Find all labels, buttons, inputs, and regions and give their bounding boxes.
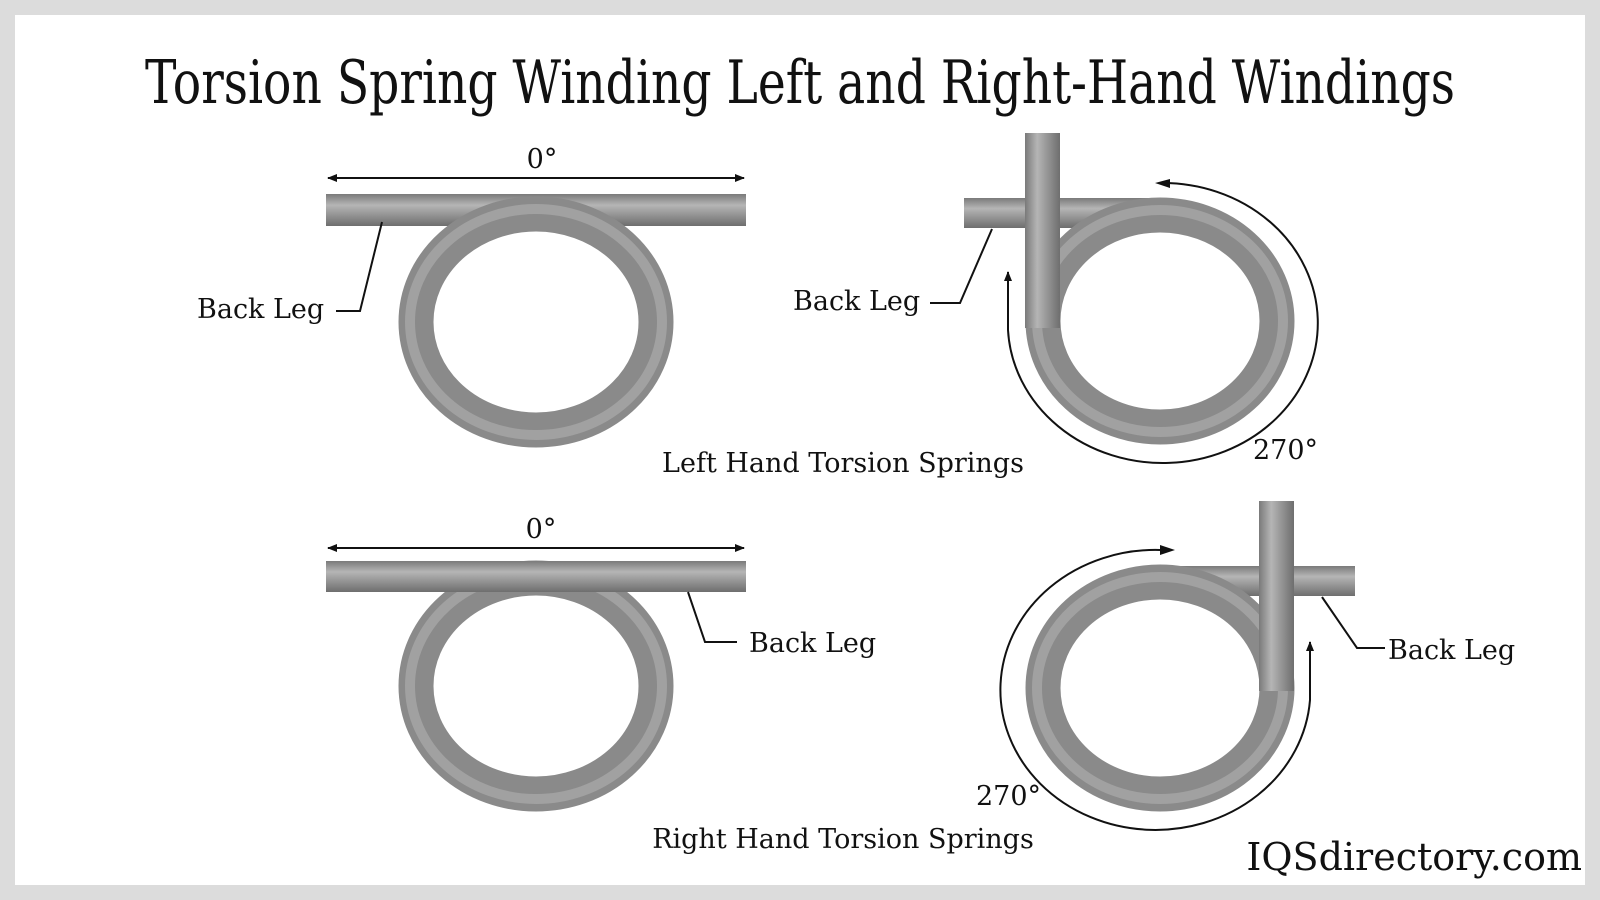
- spring-coil: [398, 196, 674, 448]
- coil-highlight: [405, 204, 667, 440]
- spring-coil: [1025, 197, 1295, 445]
- left-hand-0-spring: 0° Back Leg: [197, 144, 746, 448]
- arrowhead: [1155, 179, 1170, 188]
- back-leg-label: Back Leg: [1388, 635, 1515, 666]
- left-hand-caption: Left Hand Torsion Springs: [662, 448, 1024, 479]
- right-hand-270-spring: 270° Back Leg: [976, 501, 1515, 831]
- leader-line: [1321, 596, 1385, 649]
- back-leg-label: Back Leg: [197, 294, 324, 325]
- right-hand-0-spring: 0° Back Leg: [326, 514, 876, 812]
- leader-line: [687, 591, 737, 643]
- right-hand-caption: Right Hand Torsion Springs: [652, 824, 1034, 855]
- angle-label: 270°: [976, 781, 1041, 812]
- rotation-arrow: [999, 548, 1314, 831]
- brand-logo: IQSdirectory.com: [1246, 835, 1582, 879]
- angle-label: 0°: [527, 144, 558, 175]
- back-leg-label: Back Leg: [749, 628, 876, 659]
- leader-line: [336, 221, 383, 312]
- front-leg-bar: [1259, 501, 1294, 691]
- coil-highlight: [1032, 572, 1288, 804]
- arrowhead: [1160, 545, 1175, 555]
- front-leg-bar: [1025, 133, 1060, 328]
- coil-highlight: [405, 568, 667, 804]
- diagram-canvas: [15, 15, 1585, 885]
- leader-line: [930, 228, 993, 304]
- coil-highlight: [1032, 205, 1288, 437]
- angle-label: 0°: [526, 514, 557, 545]
- page-title: Torsion Spring Winding Left and Right-Ha…: [145, 48, 1455, 118]
- spring-coil: [398, 560, 674, 812]
- spring-coil: [1025, 564, 1295, 812]
- left-hand-270-spring: 270° Back Leg: [793, 133, 1319, 466]
- back-leg-label: Back Leg: [793, 286, 920, 317]
- angle-label: 270°: [1253, 435, 1318, 466]
- rotation-arrow: [1004, 181, 1319, 464]
- back-leg-bar: [326, 561, 746, 592]
